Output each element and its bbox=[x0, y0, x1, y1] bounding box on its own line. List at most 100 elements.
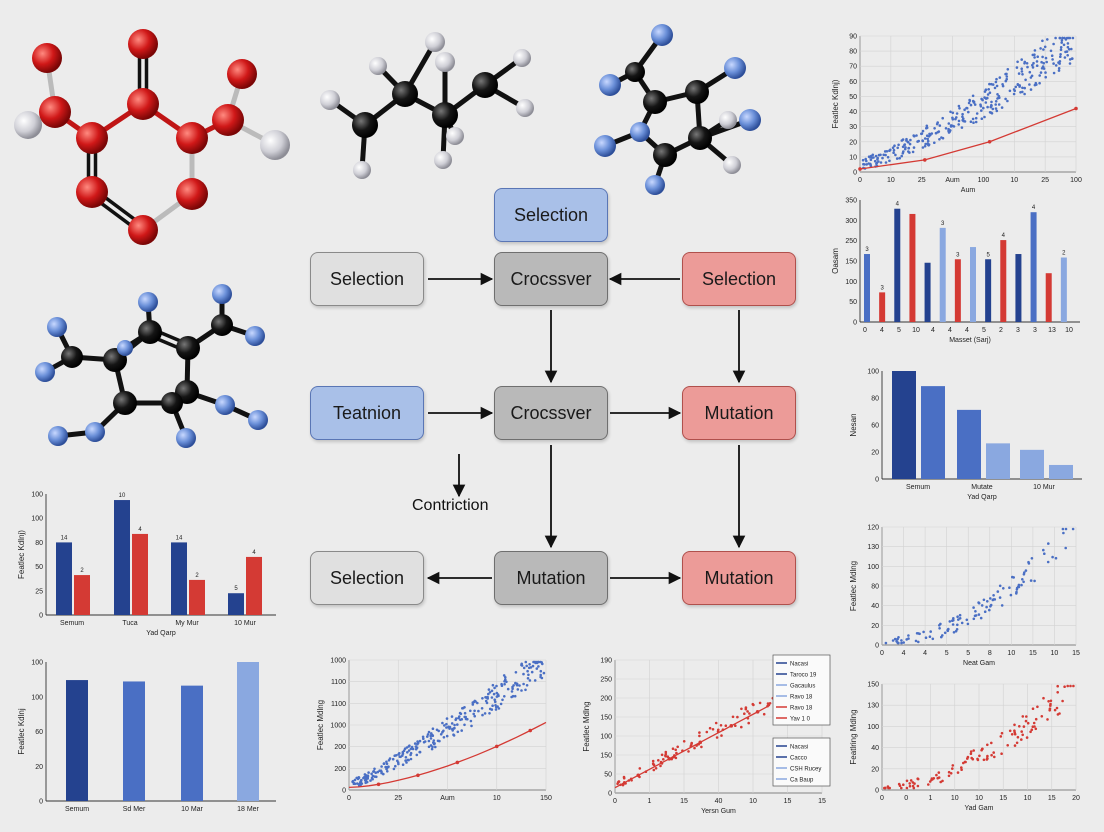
scatter-point bbox=[1064, 546, 1067, 550]
scatter-point bbox=[473, 714, 477, 718]
bar bbox=[123, 681, 145, 801]
scatter-point bbox=[975, 112, 979, 115]
scatter-point bbox=[1051, 555, 1054, 559]
scatter-point bbox=[1023, 92, 1026, 96]
trend-point bbox=[376, 782, 381, 787]
scatter-point bbox=[1042, 696, 1045, 700]
bar-value-label: 10 bbox=[119, 493, 126, 499]
scatter-point bbox=[977, 613, 981, 616]
bar bbox=[74, 575, 90, 615]
scatter-point bbox=[1059, 55, 1062, 58]
scatter-point bbox=[506, 687, 510, 691]
scatter-point bbox=[664, 750, 668, 754]
scatter-point bbox=[948, 130, 951, 133]
scatter-point bbox=[540, 661, 543, 664]
scatter-point bbox=[865, 159, 868, 163]
scatter-point bbox=[973, 103, 977, 106]
scatter-point bbox=[1044, 56, 1048, 60]
x-tick-label: 3 bbox=[1016, 327, 1020, 334]
scatter-point bbox=[947, 122, 951, 125]
scatter-point bbox=[1030, 557, 1034, 560]
scatter-point bbox=[1065, 50, 1069, 53]
scatter-point bbox=[1016, 60, 1019, 64]
x-tick-label: Aum bbox=[945, 177, 960, 184]
y-tick-label: 100 bbox=[31, 694, 43, 701]
scatter-point bbox=[674, 756, 678, 760]
bar bbox=[986, 443, 1010, 479]
scatter-point bbox=[1027, 560, 1030, 564]
scatter-point bbox=[990, 103, 993, 107]
hydrogen-atom bbox=[353, 161, 371, 179]
x-tick-label: 15 bbox=[999, 795, 1007, 802]
scatter-point bbox=[514, 671, 518, 674]
trend-point bbox=[494, 744, 499, 749]
y-tick-label: 130 bbox=[867, 703, 879, 710]
x-axis-title: Aum bbox=[961, 187, 976, 194]
y-tick-label: 200 bbox=[600, 696, 612, 703]
scatter-point bbox=[1028, 70, 1032, 74]
scatter-point bbox=[494, 708, 498, 711]
bar-value-label: 14 bbox=[61, 535, 68, 541]
bar bbox=[114, 500, 130, 615]
scatter-point bbox=[888, 159, 891, 163]
scatter-point bbox=[941, 116, 944, 120]
scatter-point bbox=[481, 713, 484, 717]
y-tick-label: 150 bbox=[600, 753, 612, 760]
scatter-point bbox=[364, 774, 368, 777]
scatter-point bbox=[861, 158, 865, 162]
oxygen-atom bbox=[128, 29, 158, 59]
scatter-point bbox=[471, 703, 475, 706]
carbon-atom bbox=[472, 72, 498, 98]
scatter-point bbox=[397, 762, 400, 766]
scatter-point bbox=[711, 728, 715, 731]
scatter-point bbox=[1026, 65, 1029, 69]
scatter-point bbox=[969, 752, 973, 755]
scatter-point bbox=[896, 146, 899, 150]
bar bbox=[1045, 273, 1052, 322]
scatter-point bbox=[985, 605, 988, 609]
scatter-point bbox=[372, 770, 375, 773]
scatter-point bbox=[1041, 39, 1044, 43]
scatter-point bbox=[913, 782, 916, 785]
y-tick-label: 100 bbox=[867, 564, 879, 571]
scatter-point bbox=[1064, 527, 1068, 531]
scatter-point bbox=[933, 141, 936, 144]
x-tick-label: My Mur bbox=[175, 620, 199, 627]
scatter-point bbox=[1029, 730, 1032, 734]
scatter-point bbox=[993, 86, 997, 90]
scatter-point bbox=[1064, 38, 1068, 41]
scatter-point bbox=[495, 695, 499, 698]
scatter-point bbox=[884, 153, 887, 157]
scatter-point bbox=[949, 110, 952, 114]
scatter-point bbox=[1059, 46, 1063, 49]
y-tick-label: 80 bbox=[35, 540, 43, 547]
scatter-point bbox=[514, 682, 517, 685]
scatter-point bbox=[956, 771, 960, 774]
x-tick-label: Semum bbox=[906, 484, 930, 491]
scatter-point bbox=[1071, 36, 1075, 40]
scatter-point bbox=[1033, 56, 1036, 59]
x-tick-label: 10 bbox=[1065, 327, 1073, 334]
scatter-point bbox=[404, 756, 408, 759]
scatter-point bbox=[438, 739, 441, 743]
scatter-point bbox=[405, 746, 409, 749]
scatter-point bbox=[474, 700, 477, 703]
scatter-point bbox=[993, 755, 996, 759]
scatter-point bbox=[456, 730, 460, 734]
bar bbox=[228, 593, 244, 615]
scatter-point bbox=[865, 163, 868, 166]
scatter-point bbox=[952, 617, 955, 620]
scatter-point bbox=[947, 774, 951, 778]
scatter-point bbox=[510, 690, 514, 693]
scatter-point bbox=[414, 747, 418, 751]
scatter-point bbox=[762, 712, 766, 716]
scatter-point bbox=[867, 162, 870, 165]
scatter-point bbox=[747, 721, 750, 725]
scatter-point bbox=[1072, 684, 1075, 688]
scatter-point bbox=[1041, 55, 1044, 59]
scatter-point bbox=[1021, 578, 1024, 581]
scatter-point bbox=[909, 138, 912, 142]
y-tick-label: 100 bbox=[845, 279, 857, 286]
bar-value-label: 5 bbox=[234, 586, 238, 592]
